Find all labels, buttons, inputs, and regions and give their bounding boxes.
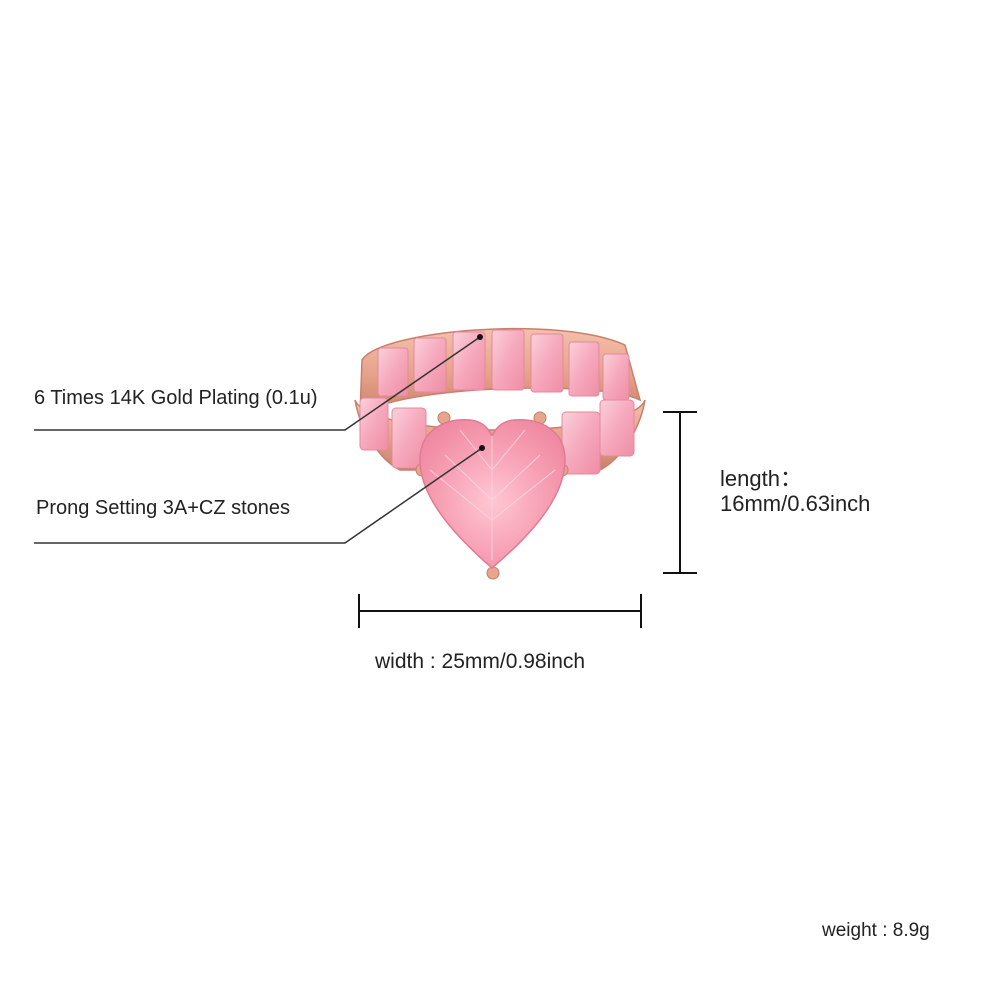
setting-annotation: Prong Setting 3A+CZ stones xyxy=(36,497,291,519)
ring-back-stones xyxy=(377,329,630,401)
ring-side-stones xyxy=(359,397,635,475)
width-label: width : 25mm/0.98inch xyxy=(375,650,586,673)
plating-callout-line xyxy=(34,336,481,431)
plating-annotation: 6 Times 14K Gold Plating (0.1u) xyxy=(34,387,318,409)
weight-label: weight : 8.9g xyxy=(822,920,930,941)
callout-lines xyxy=(34,336,483,544)
setting-callout-line xyxy=(34,447,483,544)
ring-illustration xyxy=(354,327,646,580)
length-dimension-line xyxy=(663,411,697,574)
plating-callout-dot xyxy=(477,334,483,340)
length-label: length： xyxy=(720,466,802,491)
setting-callout-dot xyxy=(479,445,485,451)
width-dimension-line xyxy=(358,594,642,628)
length-value: 16mm/0.63inch xyxy=(720,491,871,516)
heart-facets xyxy=(429,429,556,560)
